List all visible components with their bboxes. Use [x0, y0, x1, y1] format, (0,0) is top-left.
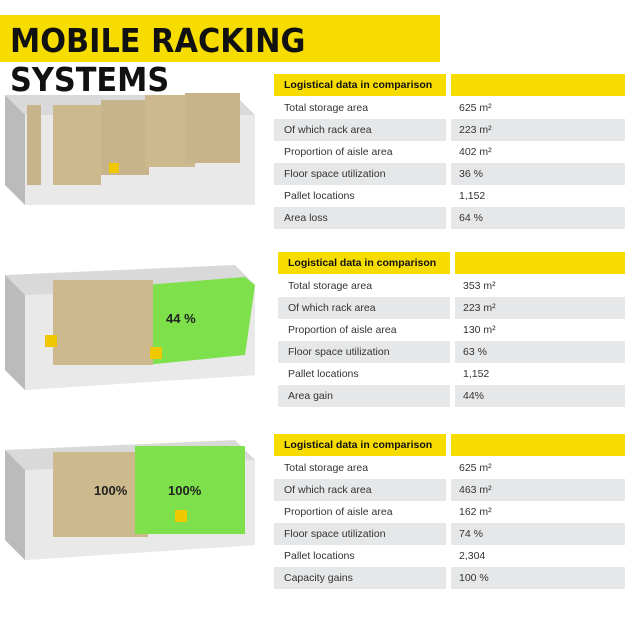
title-banner: MOBILE RACKING SYSTEMS [0, 15, 440, 99]
table-header: Logistical data in comparison [274, 434, 446, 456]
comparison-table-3: Logistical data in comparison Total stor… [274, 434, 625, 589]
comparison-table-1: Logistical data in comparison Total stor… [274, 74, 625, 229]
page-title: MOBILE RACKING SYSTEMS [10, 21, 306, 99]
table-header: Logistical data in comparison [278, 252, 450, 274]
warehouse-illustration-conventional [5, 93, 255, 205]
capacity-label-right: 100% [168, 483, 202, 498]
warehouse-illustration-mobile-area [5, 265, 255, 390]
area-gain-label: 44 % [166, 311, 196, 326]
comparison-table-2: Logistical data in comparison Total stor… [278, 252, 625, 407]
table-header: Logistical data in comparison [274, 74, 446, 96]
warehouse-illustration-mobile-capacity [5, 440, 255, 560]
capacity-label-left: 100% [94, 483, 128, 498]
